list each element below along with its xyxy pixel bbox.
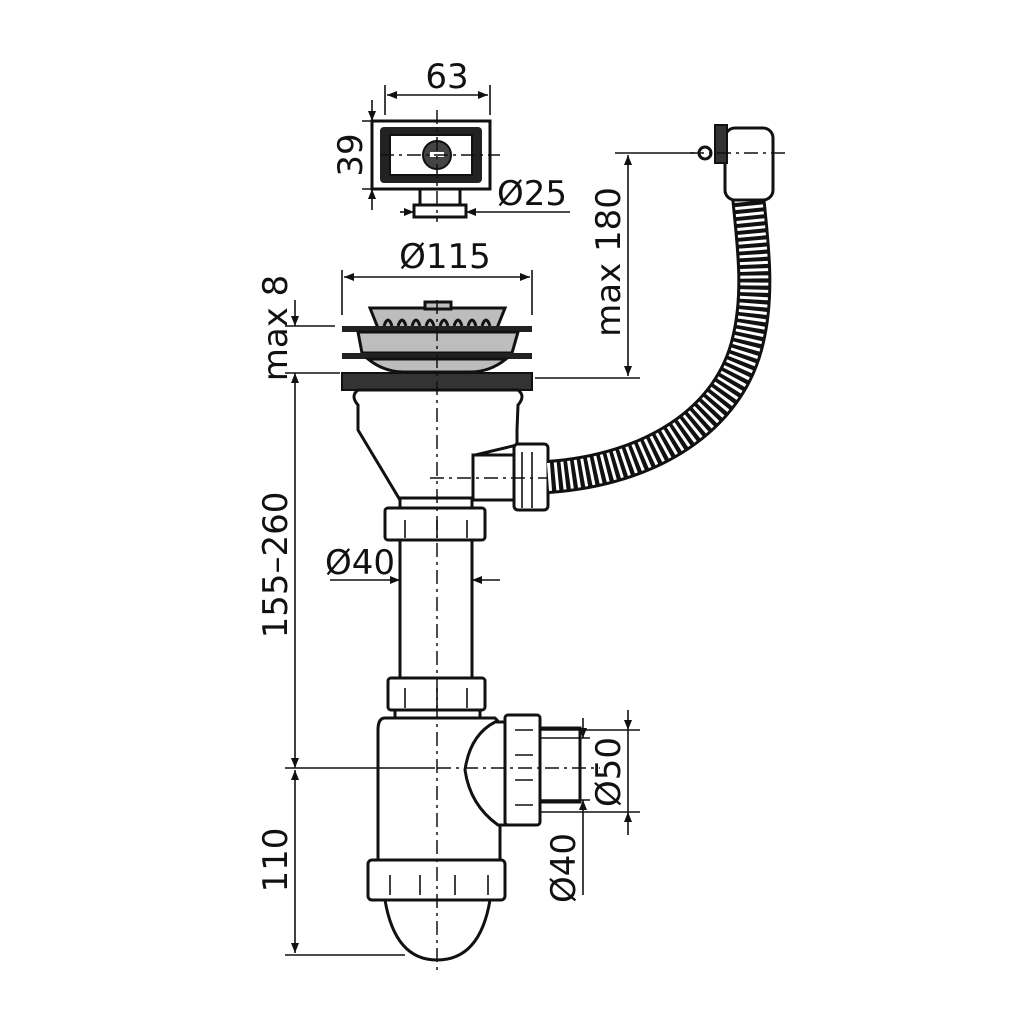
dimension-lines — [285, 85, 695, 956]
drain-body — [352, 300, 600, 975]
dim-overflow-height: 39 — [331, 133, 371, 176]
dim-drain-height: 155–260 — [256, 492, 296, 639]
overflow-hose — [546, 124, 785, 494]
dim-overflow-diameter: Ø25 — [497, 174, 567, 214]
dim-trap-height: 110 — [256, 828, 296, 893]
dim-strainer-diameter: Ø115 — [399, 237, 491, 277]
dim-hose-height: max 180 — [589, 187, 629, 337]
overflow-cover — [370, 110, 500, 222]
dim-outlet-outer-diameter: Ø50 — [589, 737, 629, 807]
dim-overflow-width: 63 — [425, 57, 468, 97]
dim-sink-thickness: max 8 — [256, 275, 296, 382]
dim-pipe-diameter: Ø40 — [325, 543, 395, 583]
dim-outlet-inner-diameter: Ø40 — [544, 833, 584, 903]
